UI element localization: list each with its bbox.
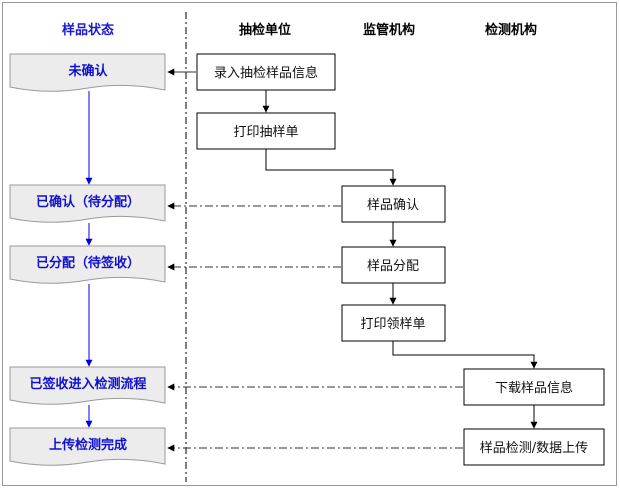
step-box-print-sampling-sheet: 打印抽样单 — [196, 112, 336, 150]
svg-text:样品分配: 样品分配 — [367, 259, 419, 274]
state-box-received: 已签收进入检测流程 — [9, 366, 166, 405]
step-box-sample-confirm: 样品确认 — [341, 185, 446, 223]
header-testing: 检测机构 — [485, 22, 537, 38]
svg-text:已确认（待分配）: 已确认（待分配） — [36, 194, 140, 210]
outer-frame — [2, 2, 617, 486]
header-state: 样品状态 — [62, 22, 114, 38]
step-box-sample-allocate: 样品分配 — [341, 246, 446, 284]
svg-text:样品检测/数据上传: 样品检测/数据上传 — [480, 441, 588, 456]
svg-text:打印抽样单: 打印抽样单 — [233, 125, 298, 140]
svg-text:下载样品信息: 下载样品信息 — [495, 380, 573, 396]
svg-text:打印领样单: 打印领样单 — [360, 317, 425, 332]
header-sampling: 抽检单位 — [239, 22, 291, 38]
svg-text:未确认: 未确认 — [67, 63, 108, 79]
flow-arrow-2 — [265, 149, 397, 186]
svg-text:样品确认: 样品确认 — [367, 198, 419, 213]
svg-text:上传检测完成: 上传检测完成 — [49, 437, 127, 453]
step-box-test-upload: 样品检测/数据上传 — [463, 428, 605, 466]
state-box-uploaded: 上传检测完成 — [9, 427, 166, 466]
step-box-print-collection-sheet: 打印领样单 — [341, 304, 446, 342]
state-box-allocated: 已分配（待签收） — [9, 245, 166, 284]
header-supervision: 监管机构 — [363, 22, 415, 38]
state-box-unconfirmed: 未确认 — [9, 53, 166, 92]
step-box-download-sample-info: 下载样品信息 — [463, 368, 605, 406]
step-box-enter-sample-info: 录入抽检样品信息 — [196, 53, 336, 91]
state-box-confirmed: 已确认（待分配） — [9, 184, 166, 223]
flow-arrow-5 — [392, 341, 538, 369]
svg-text:已签收进入检测流程: 已签收进入检测流程 — [29, 376, 146, 392]
svg-text:录入抽检样品信息: 录入抽检样品信息 — [214, 65, 318, 81]
svg-text:已分配（待签收）: 已分配（待签收） — [36, 255, 140, 271]
